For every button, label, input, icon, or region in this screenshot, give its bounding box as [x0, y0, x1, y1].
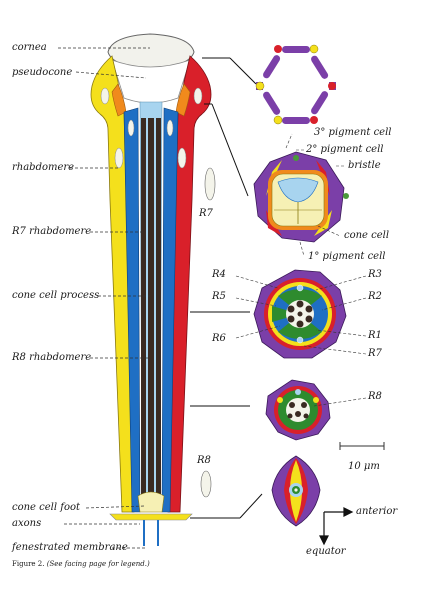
label-pigment-3: 3° pigment cell	[314, 127, 392, 138]
section-connectors	[190, 57, 263, 519]
section-cone-cells	[253, 151, 349, 243]
fenestrated-membrane	[109, 513, 193, 521]
section-r8	[265, 379, 331, 441]
rhabdomere-dark-1	[141, 118, 146, 498]
label-anterior: anterior	[356, 506, 398, 517]
left-leader-lines	[58, 47, 150, 549]
section3-leaders	[235, 275, 367, 355]
r8-cell-body	[200, 470, 212, 498]
rhabdomere-dark-2	[148, 118, 154, 498]
label-pigment-2: 2° pigment cell	[306, 144, 384, 155]
label-equator: equator	[306, 546, 346, 557]
section-axon	[271, 455, 321, 527]
nucleus	[193, 87, 203, 105]
cone-cell-left	[111, 83, 127, 117]
label-fenestrated-membrane: fenestrated membrane	[12, 542, 128, 553]
nucleus	[127, 119, 135, 137]
label-cone-cell: cone cell	[344, 230, 390, 241]
nucleus	[177, 147, 187, 169]
label-r8: R8	[368, 391, 382, 402]
label-r6: R6	[212, 333, 226, 344]
label-axons: axons	[12, 518, 42, 529]
label-cone-cell-process: cone cell process	[12, 290, 100, 301]
label-r7-rhabdomere: R7 rhabdomere	[12, 226, 92, 237]
label-r8-rhabdomere: R8 rhabdomere	[12, 352, 92, 363]
label-cornea: cornea	[12, 42, 47, 53]
section-r1-r7	[253, 269, 347, 359]
label-pseudocone: pseudocone	[12, 67, 73, 78]
caption-note: (See facing page for legend.)	[46, 560, 150, 568]
caption-figure: Figure 2.	[12, 560, 45, 568]
label-r7-body: R7	[199, 208, 213, 219]
orientation-arrows	[319, 507, 354, 546]
label-r8-body: R8	[197, 455, 211, 466]
rhabdomere-dark-3	[156, 118, 161, 498]
r7-cell-body	[204, 167, 216, 201]
longitudinal-section	[90, 33, 212, 546]
nucleus	[114, 147, 124, 169]
label-rhabdomere: rhabdomere	[12, 162, 75, 173]
label-bristle: bristle	[348, 160, 381, 171]
nucleus	[166, 119, 174, 137]
label-r3: R3	[368, 269, 382, 280]
cone-cell-right	[175, 83, 191, 117]
scale-bar-label: 10 μm	[348, 461, 380, 472]
section-lattice	[255, 44, 336, 125]
label-pigment-1: 1° pigment cell	[308, 251, 386, 262]
section2-leaders	[285, 133, 344, 257]
r8-leader	[313, 397, 367, 407]
cone-cell-foot	[137, 491, 165, 513]
label-r4: R4	[212, 269, 226, 280]
label-r7: R7	[368, 348, 382, 359]
label-r2: R2	[368, 291, 382, 302]
figure-caption: Figure 2. (See facing page for legend.)	[12, 560, 150, 568]
label-cone-cell-foot: cone cell foot	[12, 502, 81, 513]
scale-bar	[339, 442, 385, 450]
label-r5: R5	[212, 291, 226, 302]
nucleus	[100, 87, 110, 105]
label-r1: R1	[368, 330, 382, 341]
